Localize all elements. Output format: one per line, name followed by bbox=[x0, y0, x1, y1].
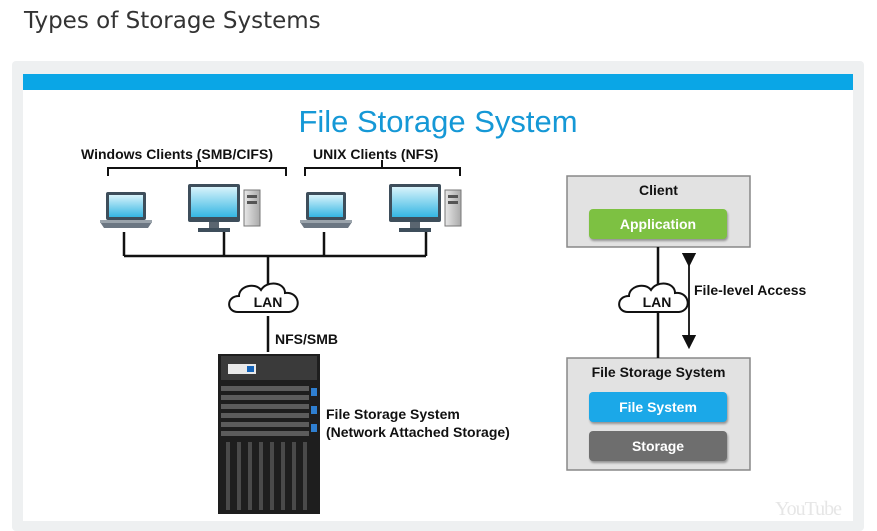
lan-cloud-icon bbox=[228, 282, 299, 313]
storage-diagram: LAN NFS/SMB bbox=[100, 160, 807, 514]
file-level-access-label: File-level Access bbox=[694, 282, 807, 298]
unix-clients-label: UNIX Clients (NFS) bbox=[313, 146, 439, 162]
left-lan-label: LAN bbox=[254, 294, 283, 310]
unix-group-bracket bbox=[304, 167, 461, 176]
page-title: Types of Storage Systems bbox=[24, 8, 321, 34]
nas-storage-rack-icon bbox=[218, 354, 320, 514]
nfs-smb-label: NFS/SMB bbox=[275, 331, 338, 347]
slide-top-bar bbox=[23, 74, 853, 90]
client-title: Client bbox=[639, 182, 678, 198]
right-lan-label: LAN bbox=[643, 294, 672, 310]
nas-label-line1: File Storage System bbox=[326, 406, 460, 422]
desktop-computer-icon bbox=[389, 184, 462, 232]
slide-title: File Storage System bbox=[298, 104, 578, 139]
file-system-block: File System bbox=[589, 392, 727, 422]
slide: File Storage System Windows Clients (SMB… bbox=[23, 74, 853, 521]
nas-label-line2: (Network Attached Storage) bbox=[326, 424, 510, 440]
laptop-icon bbox=[100, 192, 152, 228]
windows-group-bracket bbox=[107, 167, 287, 176]
youtube-watermark-logo[interactable]: YouTube bbox=[775, 498, 842, 520]
application-block: Application bbox=[589, 209, 727, 239]
desktop-computer-icon bbox=[188, 184, 261, 232]
file-storage-system-title: File Storage System bbox=[591, 364, 726, 380]
windows-clients-label: Windows Clients (SMB/CIFS) bbox=[81, 146, 273, 162]
storage-block: Storage bbox=[589, 431, 727, 461]
laptop-icon bbox=[300, 192, 352, 228]
